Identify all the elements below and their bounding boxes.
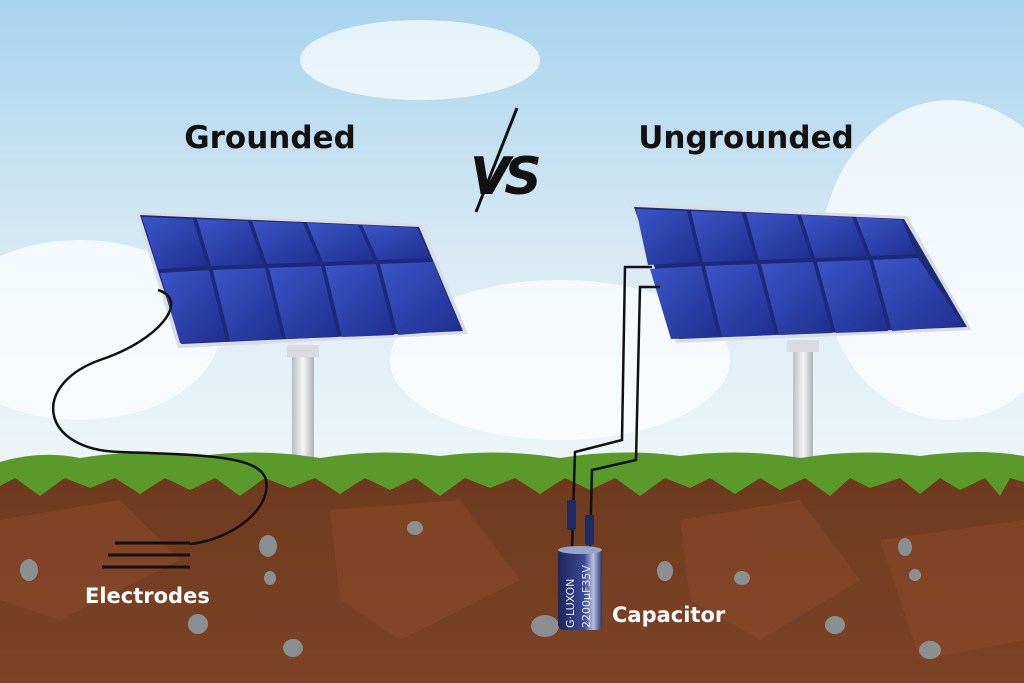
grounded-title: Grounded <box>184 120 356 156</box>
grass <box>0 452 1024 496</box>
electrodes-label: Electrodes <box>85 584 210 608</box>
svg-text:VS: VS <box>470 147 539 207</box>
capacitor-marking: G·LUXON <box>564 579 577 628</box>
soil-texture <box>0 500 1024 660</box>
capacitor-leads <box>570 265 660 549</box>
ungrounded-title: Ungrounded <box>638 120 854 156</box>
grounded-solar-panel <box>136 212 468 485</box>
pole <box>292 345 314 475</box>
electrodes-icon <box>102 541 190 569</box>
ungrounded-solar-panel <box>630 204 972 458</box>
capacitor-rating: 2200µF35V <box>580 565 593 628</box>
rocks <box>20 521 941 659</box>
versus-logo: VS <box>470 107 545 213</box>
ground-cable <box>52 288 268 546</box>
pole <box>793 340 813 458</box>
capacitor-label: Capacitor <box>612 603 726 627</box>
capacitor: G·LUXON 2200µF35V <box>558 546 602 630</box>
